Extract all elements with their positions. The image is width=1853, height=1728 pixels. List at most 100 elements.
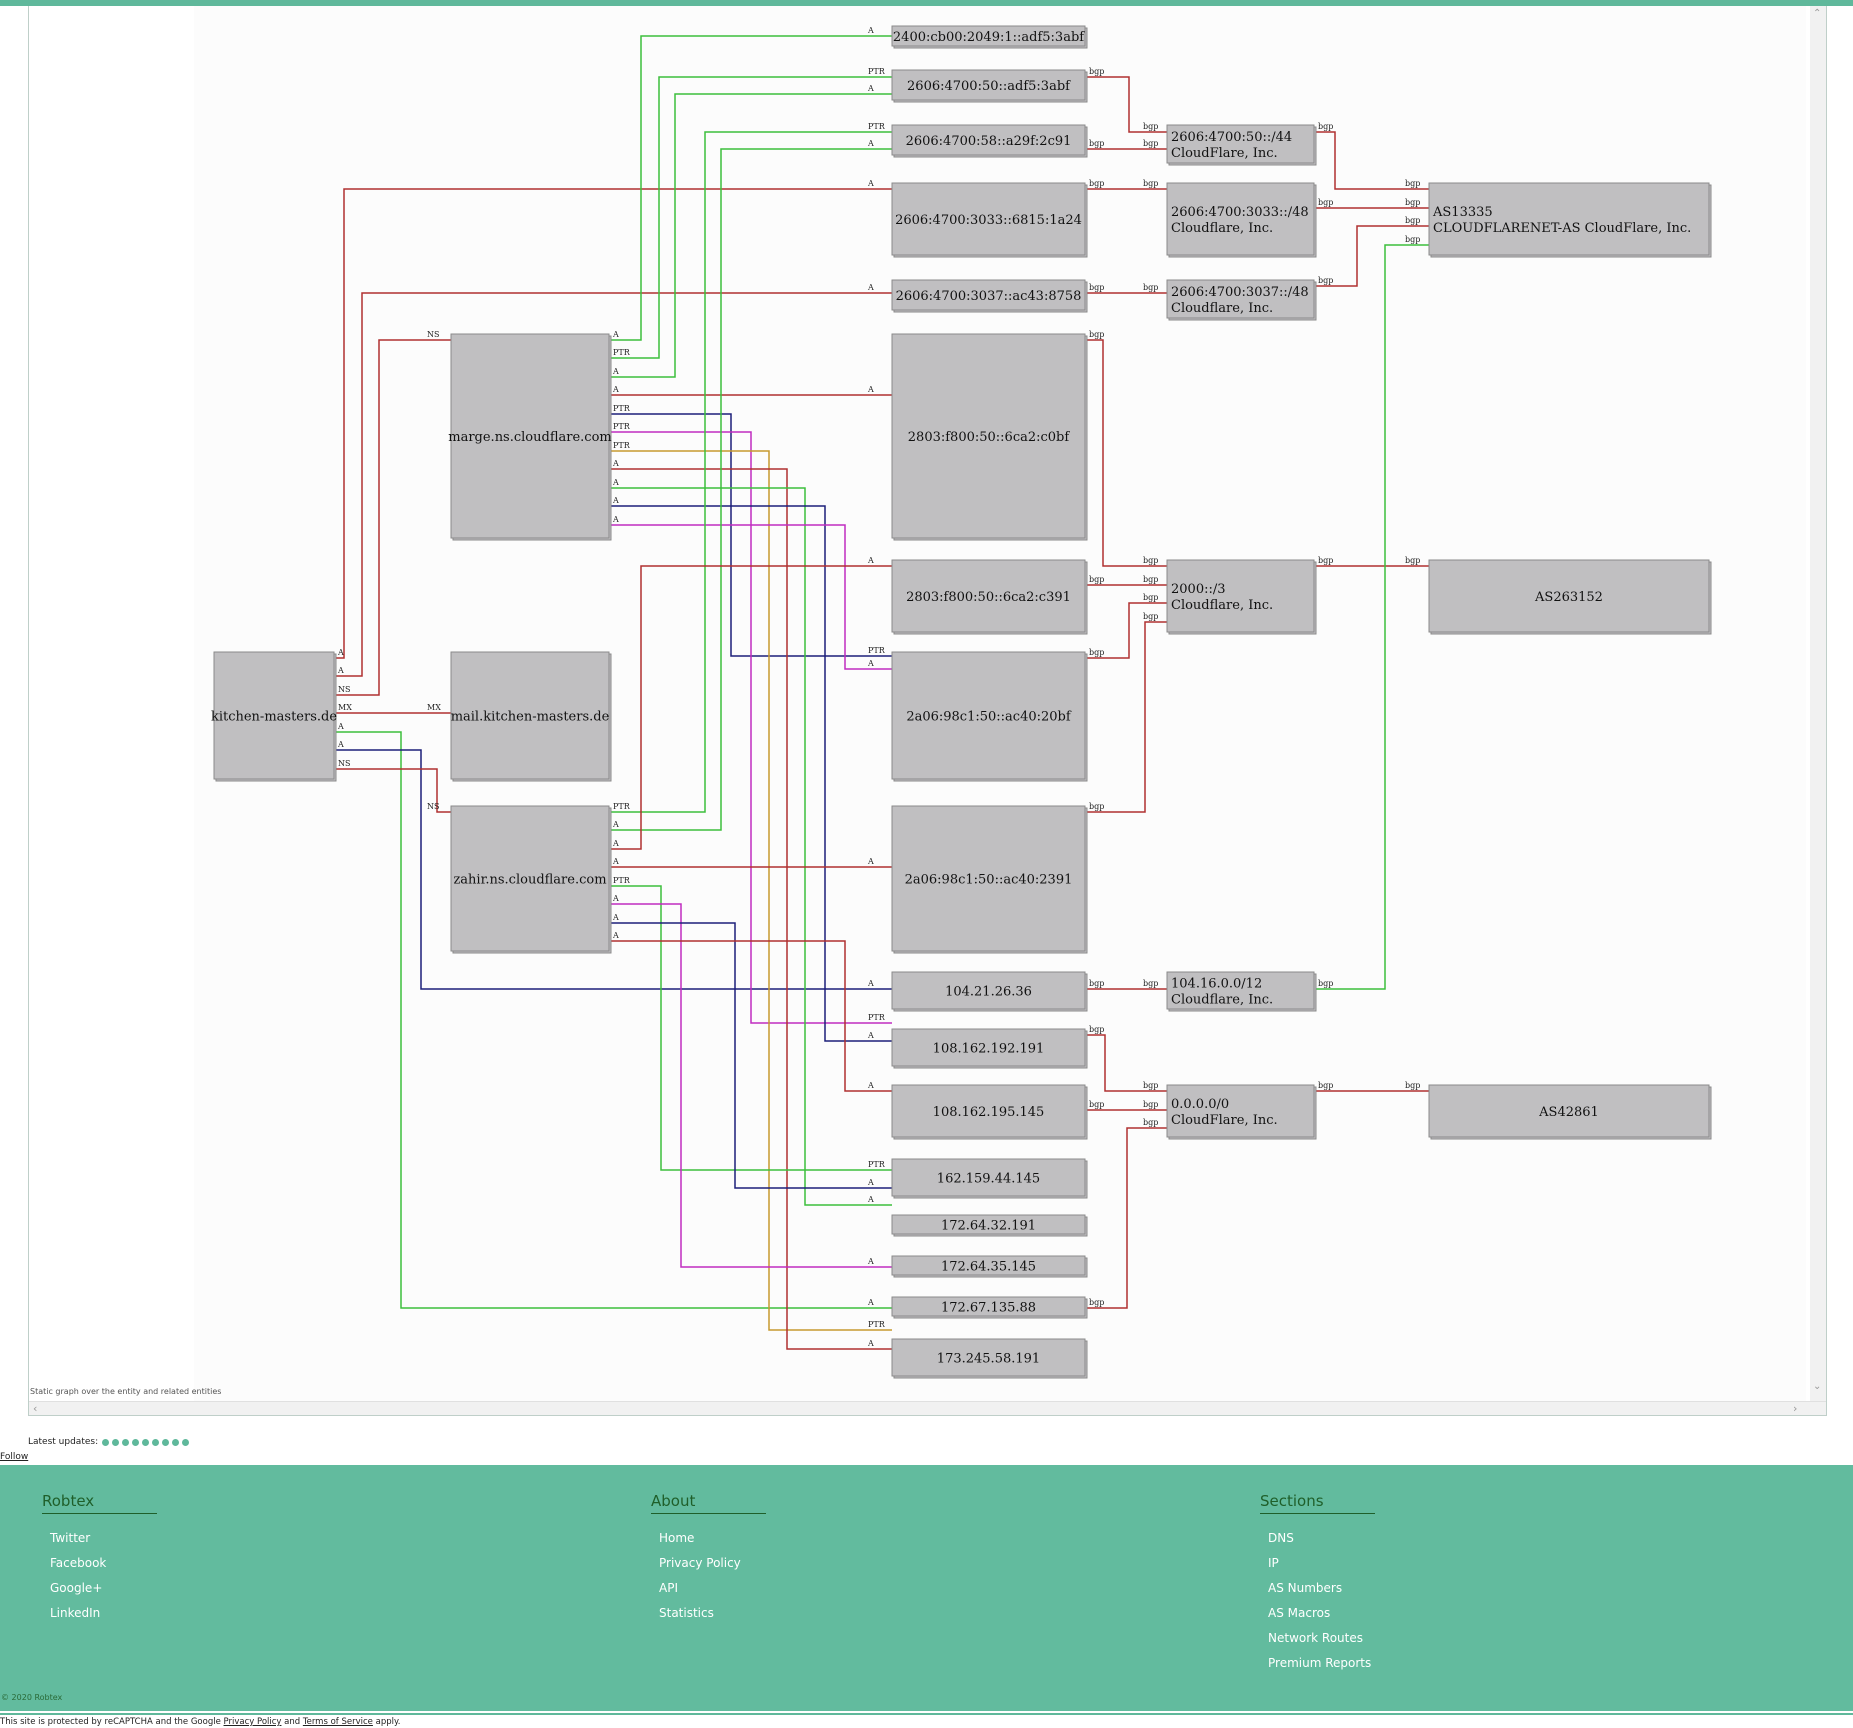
edge-label: A: [612, 894, 619, 903]
footer-link-twitter[interactable]: Twitter: [50, 1531, 91, 1545]
edge-label: A: [867, 1257, 874, 1266]
update-dot[interactable]: [142, 1438, 150, 1446]
copyright: © 2020 Robtex: [1, 1693, 63, 1702]
node-label: 2803:f800:50::6ca2:c391: [906, 590, 1071, 605]
node-ip-2606-58[interactable]: 2606:4700:58::a29f:2c91: [891, 124, 1088, 158]
edge-kitchen-to-ip-104: [334, 749, 892, 990]
node-ip-2803-c391[interactable]: 2803:f800:50::6ca2:c391: [891, 559, 1088, 635]
edge-label: A: [612, 496, 619, 505]
vertical-scrollbar[interactable]: ⌃ ⌄: [1810, 6, 1826, 1401]
recaptcha-text: apply.: [372, 1717, 401, 1727]
footer-link-ip[interactable]: IP: [1268, 1556, 1279, 1570]
edge-label: bgp: [1143, 979, 1158, 988]
update-dot[interactable]: [172, 1438, 180, 1446]
node-box: [891, 1296, 1086, 1317]
node-box: [891, 971, 1086, 1010]
update-dot[interactable]: [182, 1438, 190, 1446]
edge-label: PTR: [613, 802, 631, 811]
scroll-left-icon[interactable]: ‹: [33, 1402, 38, 1415]
horizontal-scrollbar[interactable]: ‹ ›: [29, 1401, 1826, 1415]
edge-label: A: [337, 648, 344, 657]
follow-link[interactable]: Follow: [0, 1452, 29, 1462]
node-mail[interactable]: mail.kitchen-masters.de: [450, 651, 612, 782]
edge-label: bgp: [1089, 330, 1104, 339]
footer-link-premium-reports[interactable]: Premium Reports: [1268, 1656, 1372, 1670]
edge-label: A: [867, 385, 874, 394]
footer-link-facebook[interactable]: Facebook: [50, 1556, 107, 1570]
node-label: 108.162.192.191: [933, 1042, 1045, 1057]
node-label: kitchen-masters.de: [211, 710, 337, 725]
node-box: [891, 651, 1086, 780]
footer-link-home[interactable]: Home: [659, 1531, 695, 1545]
edge-label: A: [867, 1298, 874, 1307]
scroll-down-icon[interactable]: ⌄: [1813, 1381, 1822, 1392]
update-dot[interactable]: [162, 1438, 170, 1446]
edge-label: NS: [427, 330, 439, 339]
recaptcha-terms-link[interactable]: Terms of Service: [302, 1717, 373, 1727]
node-ip-2400[interactable]: 2400:cb00:2049:1::adf5:3abf: [891, 25, 1088, 49]
edge-marge-ptr-2a06-20bf: [609, 413, 892, 657]
node-as263152[interactable]: AS263152: [1428, 559, 1712, 635]
footer-link-dns[interactable]: DNS: [1268, 1531, 1294, 1545]
update-dot[interactable]: [102, 1438, 110, 1446]
node-box: [891, 279, 1086, 311]
scroll-up-icon[interactable]: ⌃: [1813, 8, 1822, 19]
node-ip-2803-c0bf[interactable]: 2803:f800:50::6ca2:c0bf: [891, 333, 1088, 541]
node-box: [891, 182, 1086, 256]
node-ip-172-64-32[interactable]: 172.64.32.191: [891, 1214, 1088, 1237]
node-ip-2606-50[interactable]: 2606:4700:50::adf5:3abf: [891, 69, 1088, 103]
recaptcha-privacy-link[interactable]: Privacy Policy: [223, 1717, 282, 1727]
edge-marge-a-2606-50: [609, 93, 892, 378]
edge-label: A: [867, 139, 874, 148]
node-zahir[interactable]: zahir.ns.cloudflare.com: [450, 805, 612, 954]
node-ip-172-67[interactable]: 172.67.135.88: [891, 1296, 1088, 1319]
node-ip-172-64-35[interactable]: 172.64.35.145: [891, 1255, 1088, 1278]
footer-link-as-numbers[interactable]: AS Numbers: [1268, 1581, 1343, 1595]
footer-link-linkedin[interactable]: LinkedIn: [50, 1606, 101, 1620]
update-dot[interactable]: [152, 1438, 160, 1446]
node-ip-2606-3037[interactable]: 2606:4700:3037::ac43:8758: [891, 279, 1088, 313]
node-ip-104[interactable]: 104.21.26.36: [891, 971, 1088, 1012]
edge-label: A: [612, 330, 619, 339]
node-marge[interactable]: marge.ns.cloudflare.com: [448, 333, 612, 541]
footer-link-google-plus[interactable]: Google+: [50, 1581, 103, 1595]
footer-link-api[interactable]: API: [659, 1581, 678, 1595]
node-label: AS263152: [1534, 590, 1603, 605]
footer-link-statistics[interactable]: Statistics: [659, 1606, 714, 1620]
node-label: zahir.ns.cloudflare.com: [453, 873, 606, 888]
node-ip-2606-3033[interactable]: 2606:4700:3033::6815:1a24: [891, 182, 1088, 258]
scroll-right-icon[interactable]: ›: [1793, 1402, 1798, 1415]
node-ip-162[interactable]: 162.159.44.145: [891, 1158, 1088, 1199]
node-label: 172.64.32.191: [941, 1219, 1036, 1234]
node-label: 2606:4700:58::a29f:2c91: [906, 134, 1072, 149]
node-ip-108-191[interactable]: 108.162.192.191: [891, 1028, 1088, 1069]
footer-link-network-routes[interactable]: Network Routes: [1268, 1631, 1364, 1645]
node-ip-108-145[interactable]: 108.162.195.145: [891, 1084, 1088, 1140]
node-box: [891, 1084, 1086, 1138]
footer-link-as-macros[interactable]: AS Macros: [1268, 1606, 1331, 1620]
edge-label: bgp: [1318, 122, 1333, 131]
node-kitchen[interactable]: kitchen-masters.de: [211, 651, 337, 782]
node-box: [891, 25, 1086, 47]
node-as42861[interactable]: AS42861: [1428, 1084, 1712, 1140]
edge-label: A: [867, 979, 874, 988]
footer-link-privacy-policy[interactable]: Privacy Policy: [659, 1556, 741, 1570]
node-ip-2a06-2391[interactable]: 2a06:98c1:50::ac40:2391: [891, 805, 1088, 954]
update-dot[interactable]: [122, 1438, 130, 1446]
update-dot[interactable]: [112, 1438, 120, 1446]
node-label: 2000::/3: [1171, 582, 1226, 597]
update-dot[interactable]: [132, 1438, 140, 1446]
node-label: Cloudflare, Inc.: [1171, 221, 1273, 236]
edge-zahir-a-2606-58: [609, 148, 892, 831]
node-ip-173[interactable]: 173.245.58.191: [891, 1338, 1088, 1379]
node-label: Cloudflare, Inc.: [1171, 993, 1273, 1008]
edge-label: bgp: [1143, 122, 1158, 131]
node-ip-2a06-20bf[interactable]: 2a06:98c1:50::ac40:20bf: [891, 651, 1088, 782]
